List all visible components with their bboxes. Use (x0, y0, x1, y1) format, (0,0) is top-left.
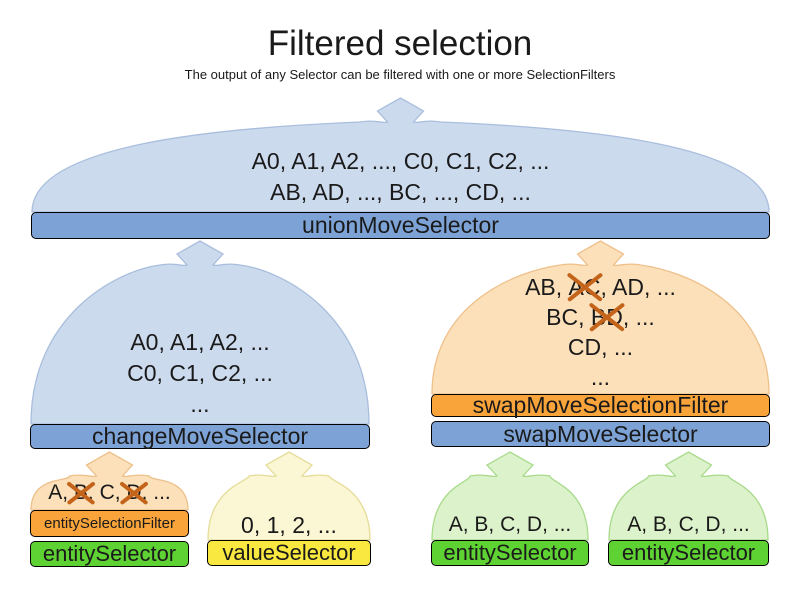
selector-bar-valueSelector: valueSelector (207, 540, 371, 566)
filtered-out-item: BD (590, 304, 623, 330)
funnel-output-text: A0, A1, A2, ..., C0, C1, C2, ... AB, AD, … (31, 146, 770, 208)
funnel-output-line: A, B, C, D, ... (30, 478, 189, 508)
output-item: ... (190, 391, 210, 417)
funnel-output-line: BC, BD, ... (431, 302, 770, 332)
funnel-output-text: 0, 1, 2, ... (207, 510, 371, 540)
selector-bar-entitySelector: entitySelector (431, 540, 589, 566)
diagram-subtitle: The output of any Selector can be filter… (184, 67, 616, 82)
funnel-output-text: A, B, C, D, ... (431, 510, 589, 540)
selector-bar-unionMoveSelector: unionMoveSelector (31, 212, 770, 239)
selector-bar-entitySelectionFilter: entitySelectionFilter (30, 510, 189, 537)
funnel-dome-arrow-shape (30, 451, 189, 511)
funnel-output-line: A0, A1, A2, ..., C0, C1, C2, ... (31, 146, 770, 177)
output-item: , ... (622, 304, 655, 330)
funnel-value-selector: 0, 1, 2, ...valueSelector (207, 450, 371, 566)
selector-bar-swapMoveSelector: swapMoveSelector (431, 421, 770, 447)
funnel-output-line: CD, ... (431, 332, 770, 362)
selector-bars: swapMoveSelectionFilter swapMoveSelector (431, 394, 770, 447)
funnel-output-line: ... (30, 389, 370, 420)
output-item: C0, C1, C2, ... (127, 360, 273, 386)
output-item: AB, (525, 274, 569, 300)
funnel-swap-move-selector: AB, AC, AD, ...BC, BD, ...CD, ......swap… (431, 239, 770, 447)
selector-bars: changeMoveSelector (30, 424, 370, 449)
selector-bars: valueSelector (207, 540, 371, 566)
output-item: A, B, C, D, ... (627, 513, 750, 536)
funnel-dome-arrow-shape (207, 451, 371, 541)
funnel-output-line: AB, AC, AD, ... (431, 272, 770, 302)
funnel-output-line: A0, A1, A2, ... (30, 327, 370, 358)
funnel-dome-arrow-shape (30, 240, 370, 425)
output-item: CD, ... (567, 334, 634, 360)
funnel-output-line: C0, C1, C2, ... (30, 358, 370, 389)
funnel-output-line: ... (431, 362, 770, 392)
funnel-output-line: A, B, C, D, ... (431, 510, 589, 540)
filtered-out-item: B (74, 478, 88, 508)
funnel-output-line: 0, 1, 2, ... (207, 510, 371, 540)
selector-bars: entitySelectionFilter entitySelector (30, 510, 189, 567)
funnel-entity-selector-2: A, B, C, D, ... entitySelector (608, 450, 769, 566)
selector-bar-changeMoveSelector: changeMoveSelector (30, 424, 370, 449)
funnel-output-text: A0, A1, A2, ... C0, C1, C2, ...... (30, 327, 370, 420)
output-item: AB, AD, ..., BC, ..., CD, ... (270, 179, 531, 205)
selector-bars: entitySelector (431, 540, 589, 566)
selector-bar-swapMoveSelectionFilter: swapMoveSelectionFilter (431, 394, 770, 417)
filtered-out-item: AC (568, 274, 601, 300)
funnel-output-line: A, B, C, D, ... (608, 510, 769, 540)
funnel-entity-selector-1: A, B, C, D, ... entitySelector (431, 450, 589, 566)
funnel-dome-arrow-shape (608, 451, 769, 541)
funnel-output-text: A, B, C, D, ... (608, 510, 769, 540)
selector-bar-entitySelector: entitySelector (30, 541, 189, 567)
output-item: 0, 1, 2, ... (241, 512, 337, 538)
funnel-dome-arrow-shape (431, 451, 589, 541)
selector-bars: unionMoveSelector (31, 212, 770, 239)
funnel-output-line: AB, AD, ..., BC, ..., CD, ... (31, 177, 770, 208)
selector-bars: entitySelector (608, 540, 769, 566)
output-item: A, (48, 481, 74, 504)
funnel-output-text: A, B, C, D, ... (30, 478, 189, 508)
funnel-output-text: AB, AC, AD, ...BC, BD, ...CD, ...... (431, 272, 770, 392)
output-item: BC, (546, 304, 591, 330)
filtered-out-item: D (126, 478, 141, 508)
output-item: , C, (87, 481, 127, 504)
funnel-union-move-selector: A0, A1, A2, ..., C0, C1, C2, ... AB, AD, … (31, 96, 770, 239)
output-item: A0, A1, A2, ... (130, 329, 270, 355)
output-item: ... (590, 364, 611, 390)
funnel-dome-arrow-shape (31, 97, 770, 213)
selector-bar-entitySelector: entitySelector (608, 540, 769, 566)
funnel-change-move-selector: A0, A1, A2, ... C0, C1, C2, ...... changeM… (30, 239, 370, 449)
output-item: , AD, ... (600, 274, 676, 300)
output-item: , ... (141, 481, 171, 504)
output-item: A, B, C, D, ... (448, 513, 572, 536)
output-item: A0, A1, A2, ..., C0, C1, C2, ... (251, 148, 550, 174)
diagram-title: Filtered selection (267, 24, 533, 63)
